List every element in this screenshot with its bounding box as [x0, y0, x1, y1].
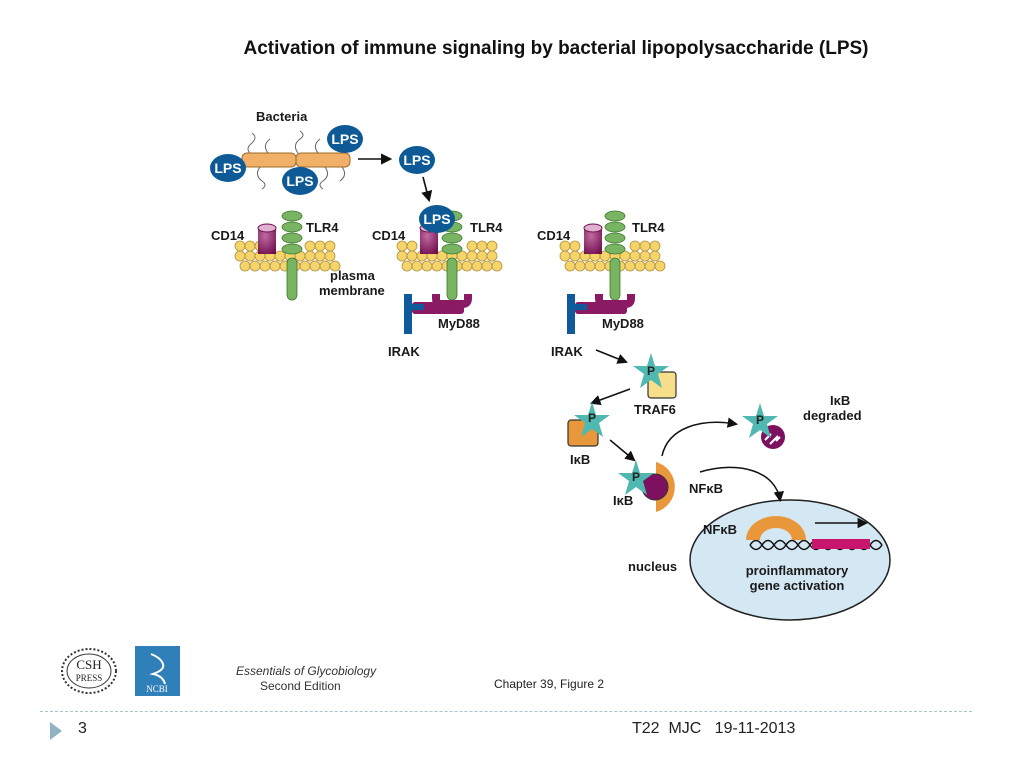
gene-activation-label: proinflammatory [746, 563, 849, 578]
svg-text:LPS: LPS [331, 131, 358, 147]
svg-text:CSH: CSH [76, 657, 101, 672]
traf6-protein: P [633, 353, 677, 399]
play-icon [50, 722, 62, 740]
phosphate-label: P [647, 364, 655, 378]
degradation-arrow [661, 417, 739, 457]
book-citation: Essentials of Glycobiology Second Editio… [236, 664, 376, 694]
degraded-ikb: P [742, 403, 785, 449]
book-title: Essentials of Glycobiology [236, 664, 377, 678]
nucleus-label: nucleus [628, 559, 677, 574]
irak-kinase [404, 294, 424, 334]
cd14-label: CD14 [537, 228, 571, 243]
myd88-adapter [412, 302, 464, 314]
svg-text:LPS: LPS [214, 160, 241, 176]
lps-molecule: LPS [282, 167, 318, 195]
tlr4-receptor [604, 210, 626, 301]
plasma-membrane [559, 240, 666, 272]
lps-signaling-diagram: Bacteria LPS LPS LPS LPS [210, 109, 891, 621]
irak-kinase [567, 294, 587, 334]
tlr4-receptor [281, 210, 303, 301]
csh-press-logo: CSH PRESS [61, 648, 117, 694]
gene-activation-label: gene activation [750, 578, 845, 593]
ikb-nfkb-complex: P [618, 460, 675, 512]
target-gene [812, 539, 870, 549]
ikb-to-complex-arrow [609, 439, 636, 462]
ikb-degraded-label: degraded [803, 408, 862, 423]
receptor-complex-2: LPS CD14 TLR4 MyD88 IRAK [372, 205, 503, 359]
phosphate-star [633, 353, 669, 388]
nfkb-label: NFκB [689, 481, 723, 496]
nucleus [689, 499, 891, 621]
lps-molecule: LPS [327, 125, 363, 153]
svg-text:LPS: LPS [286, 173, 313, 189]
bound-lps: LPS [419, 205, 455, 233]
phosphate-label: P [632, 470, 640, 484]
cd14-receptor [583, 223, 603, 254]
traf6-to-ikb-arrow [590, 388, 631, 406]
bacteria-label: Bacteria [256, 109, 308, 124]
footer-info: T22 MJC 19-11-2013 [632, 720, 796, 737]
ncbi-logo: NCBI [135, 646, 180, 696]
irak-label: IRAK [551, 344, 583, 359]
bacterium-rod [241, 152, 297, 168]
ikb-label: IκB [613, 493, 633, 508]
nfkb-label: NFκB [703, 522, 737, 537]
plasma-membrane-label: membrane [319, 283, 385, 298]
nfkb-bound [746, 516, 806, 540]
phosphate-star [574, 402, 610, 437]
slide-number: 3 [78, 720, 87, 737]
tlr4-label: TLR4 [632, 220, 665, 235]
ikb-degraded-label: IκB [830, 393, 850, 408]
cd14-label: CD14 [372, 228, 406, 243]
ikb-label: IκB [570, 452, 590, 467]
footer-divider [40, 711, 972, 712]
myd88-label: MyD88 [602, 316, 644, 331]
cd14-receptor [257, 223, 277, 254]
figure-reference: Chapter 39, Figure 2 [494, 677, 605, 691]
svg-text:NCBI: NCBI [146, 684, 168, 694]
irak-to-traf6-arrow [595, 349, 628, 364]
book-edition: Second Edition [260, 679, 341, 693]
free-lps: LPS [399, 146, 435, 174]
lps-molecule: LPS [210, 154, 246, 182]
phosphate-star [742, 403, 778, 438]
ikb-protein: P [567, 402, 610, 447]
svg-text:LPS: LPS [423, 211, 450, 227]
myd88-label: MyD88 [438, 316, 480, 331]
phosphate-label: P [588, 411, 596, 425]
bacteria-group: Bacteria [241, 109, 351, 190]
bacterium-rod [295, 152, 351, 168]
tlr4-label: TLR4 [470, 220, 503, 235]
phosphate-star [618, 460, 654, 495]
svg-text:PRESS: PRESS [76, 673, 103, 683]
plasma-membrane-label: plasma [330, 268, 376, 283]
svg-text:LPS: LPS [403, 152, 430, 168]
receptor-complex-1: CD14 TLR4 plasma membrane [211, 210, 385, 301]
receptor-complex-3: CD14 TLR4 MyD88 IRAK [537, 210, 666, 359]
cd14-label: CD14 [211, 228, 245, 243]
myd88-adapter [575, 302, 627, 314]
binding-arrow [421, 176, 433, 203]
phosphate-label: P [756, 413, 764, 427]
translocation-arrow [699, 466, 784, 503]
irak-label: IRAK [388, 344, 420, 359]
tlr4-label: TLR4 [306, 220, 339, 235]
slide-title: Activation of immune signaling by bacter… [243, 38, 869, 59]
traf6-label: TRAF6 [634, 402, 676, 417]
